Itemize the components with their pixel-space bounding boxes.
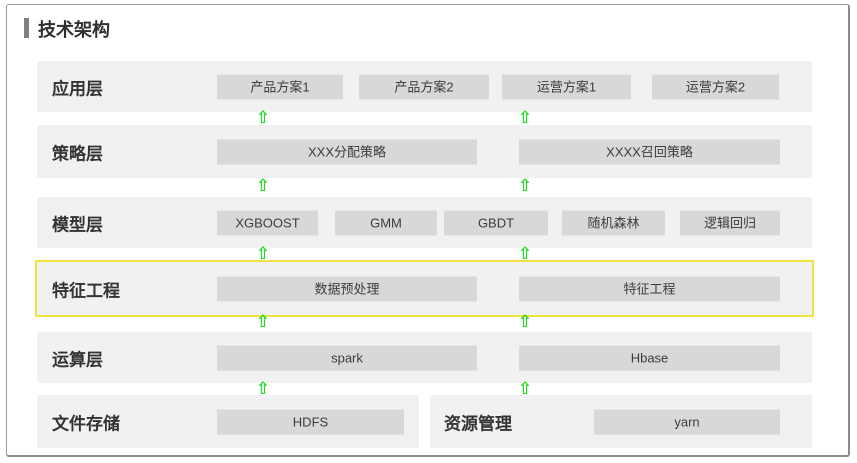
title-marker-bar [24,18,29,38]
box-spark: spark [217,345,477,370]
box-gmm: GMM [335,210,437,235]
panel-file-storage: 文件存储 HDFS [37,395,419,448]
arrow-up-icon: ⇧ [255,108,271,127]
panel-resource-management: 资源管理 yarn [430,395,812,448]
box-yarn: yarn [594,409,780,434]
box-xgboost: XGBOOST [217,210,318,235]
row-feature-engineering: 特征工程 数据预处理 特征工程 [35,260,814,317]
layer-label-strategy: 策略层 [52,144,103,163]
layer-label-application: 应用层 [52,79,103,98]
row-computing-layer: 运算层 spark Hbase [37,332,812,383]
page-title: 技术架构 [38,20,110,40]
arrow-up-icon: ⇧ [517,176,533,195]
box-random-forest: 随机森林 [562,210,665,235]
arrow-up-icon: ⇧ [255,379,271,398]
box-product-plan-2: 产品方案2 [359,74,489,99]
arrow-up-icon: ⇧ [517,244,533,263]
row-strategy-layer: 策略层 XXX分配策略 XXXX召回策略 [37,125,812,178]
box-operation-plan-2: 运营方案2 [652,74,779,99]
arrow-up-icon: ⇧ [517,379,533,398]
box-allocation-strategy: XXX分配策略 [217,139,477,164]
arrow-up-icon: ⇧ [517,312,533,331]
box-hdfs: HDFS [217,409,404,434]
arrow-up-icon: ⇧ [255,244,271,263]
arrow-up-icon: ⇧ [517,108,533,127]
layer-label-file-storage: 文件存储 [52,414,120,433]
layer-label-feature-engineering: 特征工程 [52,281,120,300]
layer-label-resource-management: 资源管理 [444,414,512,433]
arrow-up-icon: ⇧ [255,176,271,195]
box-product-plan-1: 产品方案1 [217,74,343,99]
arrow-up-icon: ⇧ [255,312,271,331]
layer-label-computing: 运算层 [52,350,103,369]
diagram-frame: 技术架构 应用层 产品方案1 产品方案2 运营方案1 运营方案2 策略层 XXX… [6,4,850,457]
box-gbdt: GBDT [444,210,548,235]
box-hbase: Hbase [519,345,780,370]
layer-label-model: 模型层 [52,215,103,234]
box-feature-engineering: 特征工程 [519,276,780,301]
box-recall-strategy: XXXX召回策略 [519,139,780,164]
box-logistic-regression: 逻辑回归 [680,210,780,235]
box-data-preprocessing: 数据预处理 [217,276,477,301]
box-operation-plan-1: 运营方案1 [502,74,631,99]
row-model-layer: 模型层 XGBOOST GMM GBDT 随机森林 逻辑回归 [37,197,812,248]
row-application-layer: 应用层 产品方案1 产品方案2 运营方案1 运营方案2 [37,61,812,112]
